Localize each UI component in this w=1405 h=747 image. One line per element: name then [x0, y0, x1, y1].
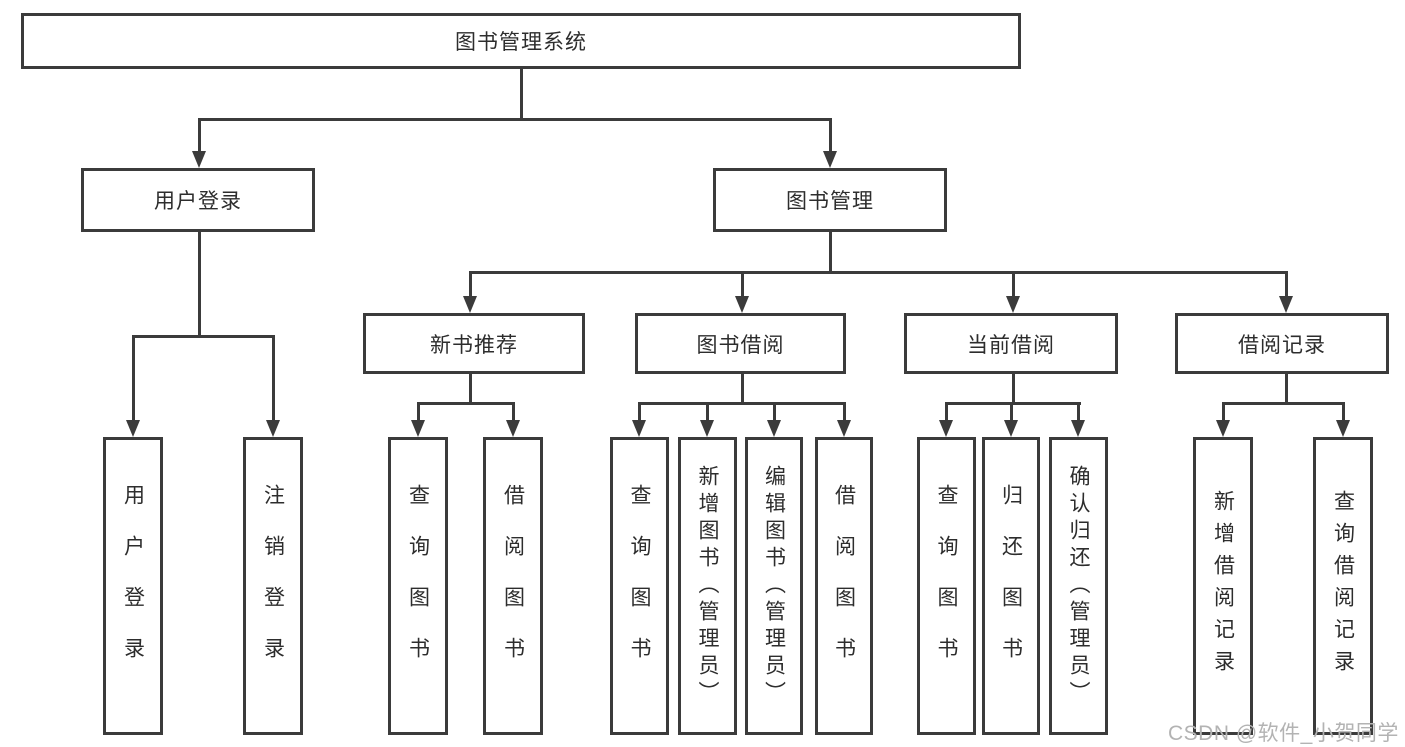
arrow-down-icon	[192, 151, 206, 168]
arrow-down-icon	[837, 420, 851, 437]
node-user-login: 用户登录	[81, 168, 315, 232]
leaf-query-books-borrow: 查询图书	[610, 437, 669, 735]
arrow-down-icon	[735, 296, 749, 313]
leaf-logout: 注销登录	[243, 437, 303, 735]
leaf-add-borrow-record-label: 新增借阅记录	[1211, 490, 1235, 682]
leaf-logout-label: 注销登录	[261, 484, 285, 688]
arrow-down-icon	[939, 420, 953, 437]
connector-recommend-stem	[469, 374, 472, 405]
arrow-down-icon	[266, 420, 280, 437]
node-current-borrow: 当前借阅	[904, 313, 1118, 374]
csdn-watermark: CSDN @软件_小贺同学	[1168, 722, 1399, 745]
node-root-label: 图书管理系统	[455, 31, 587, 54]
node-root: 图书管理系统	[21, 13, 1021, 69]
connector-borrow-drop-3	[773, 402, 776, 421]
leaf-edit-books-admin: 编辑图书（管理员）	[745, 437, 803, 735]
node-book-borrow-label: 图书借阅	[696, 333, 785, 357]
connector-current-drop-3	[1077, 402, 1080, 421]
connector-mgmt-drop-4	[1285, 271, 1288, 297]
arrow-down-icon	[1004, 420, 1018, 437]
arrow-down-icon	[1336, 420, 1350, 437]
connector-mgmt-drop-1	[469, 271, 472, 297]
arrow-down-icon	[126, 420, 140, 437]
leaf-add-books-admin-label: 新增图书（管理员）	[696, 464, 719, 708]
leaf-return-books-label: 归还图书	[999, 484, 1023, 688]
connector-root-drop-left	[198, 118, 201, 152]
arrow-down-icon	[463, 296, 477, 313]
connector-current-drop-1	[945, 402, 948, 421]
connector-login-drop-1	[132, 335, 135, 420]
arrow-down-icon	[767, 420, 781, 437]
leaf-confirm-return-admin-label: 确认归还（管理员）	[1067, 464, 1090, 708]
connector-root-bar	[198, 118, 831, 121]
leaf-edit-books-admin-label: 编辑图书（管理员）	[762, 464, 786, 708]
node-book-management: 图书管理	[713, 168, 947, 232]
leaf-query-borrow-record: 查询借阅记录	[1313, 437, 1373, 735]
leaf-borrow-books-label: 借阅图书	[832, 484, 856, 688]
leaf-query-books-recommend: 查询图书	[388, 437, 448, 735]
node-borrow-records-label: 借阅记录	[1238, 333, 1326, 357]
connector-current-stem	[1012, 374, 1015, 405]
leaf-query-books-borrow-label: 查询图书	[628, 484, 651, 688]
connector-current-bar	[945, 402, 1081, 405]
arrow-down-icon	[1071, 420, 1085, 437]
leaf-user-login: 用户登录	[103, 437, 163, 735]
leaf-add-borrow-record: 新增借阅记录	[1193, 437, 1253, 735]
connector-mgmt-drop-2	[741, 271, 744, 297]
connector-login-drop-2	[272, 335, 275, 420]
connector-mgmt-stem	[829, 232, 832, 274]
connector-root-drop-right	[829, 118, 832, 152]
leaf-borrow-books-recommend: 借阅图书	[483, 437, 543, 735]
arrow-down-icon	[1006, 296, 1020, 313]
node-borrow-records: 借阅记录	[1175, 313, 1389, 374]
connector-records-bar	[1222, 402, 1345, 405]
node-new-book-recommend-label: 新书推荐	[430, 333, 518, 357]
connector-borrow-drop-4	[843, 402, 846, 421]
arrow-down-icon	[823, 151, 837, 168]
connector-current-drop-2	[1010, 402, 1013, 421]
connector-borrow-drop-2	[706, 402, 709, 421]
arrow-down-icon	[700, 420, 714, 437]
connector-borrow-drop-1	[638, 402, 641, 421]
leaf-confirm-return-admin: 确认归还（管理员）	[1049, 437, 1108, 735]
leaf-add-books-admin: 新增图书（管理员）	[678, 437, 737, 735]
connector-recommend-drop-1	[417, 402, 420, 421]
connector-recommend-drop-2	[512, 402, 515, 421]
connector-login-stem	[198, 232, 201, 337]
leaf-user-login-label: 用户登录	[121, 484, 145, 688]
arrow-down-icon	[632, 420, 646, 437]
connector-records-stem	[1285, 374, 1288, 405]
node-user-login-label: 用户登录	[154, 190, 242, 213]
leaf-query-books-current: 查询图书	[917, 437, 976, 735]
connector-root-stem	[520, 69, 523, 119]
leaf-query-borrow-record-label: 查询借阅记录	[1331, 490, 1355, 682]
leaf-borrow-books-recommend-label: 借阅图书	[501, 484, 525, 688]
node-current-borrow-label: 当前借阅	[967, 333, 1055, 357]
arrow-down-icon	[1216, 420, 1230, 437]
node-book-borrow: 图书借阅	[635, 313, 846, 374]
leaf-borrow-books: 借阅图书	[815, 437, 873, 735]
connector-borrow-stem	[741, 374, 744, 405]
connector-borrow-bar	[638, 402, 846, 405]
leaf-query-books-recommend-label: 查询图书	[406, 484, 430, 688]
connector-mgmt-bar	[469, 271, 1288, 274]
node-book-management-label: 图书管理	[786, 190, 874, 213]
leaf-query-books-current-label: 查询图书	[935, 484, 958, 688]
connector-records-drop-1	[1222, 402, 1225, 421]
connector-recommend-bar	[417, 402, 515, 405]
arrow-down-icon	[411, 420, 425, 437]
connector-mgmt-drop-3	[1012, 271, 1015, 297]
connector-login-bar	[132, 335, 275, 338]
leaf-return-books: 归还图书	[982, 437, 1040, 735]
connector-records-drop-2	[1342, 402, 1345, 421]
arrow-down-icon	[1279, 296, 1293, 313]
node-new-book-recommend: 新书推荐	[363, 313, 585, 374]
arrow-down-icon	[506, 420, 520, 437]
